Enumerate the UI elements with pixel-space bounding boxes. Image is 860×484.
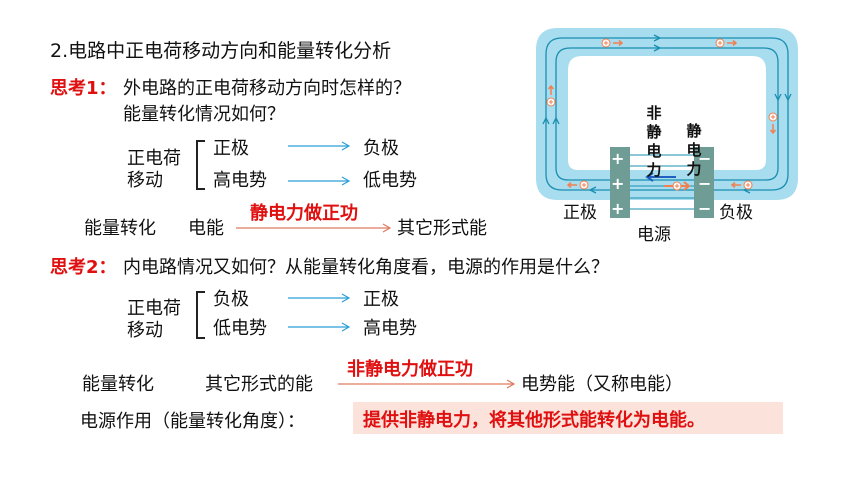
inner-wire [555,47,779,181]
minus-sign-1: − [698,149,712,168]
think1-row2-from: 高电势 [213,170,267,191]
section-title: 2.电路中正电荷移动方向和能量转化分析 [50,40,392,62]
think1-question-energy: 能量转化情况如何？ [123,104,285,125]
positive-pole-label: 正极 [563,203,597,223]
wire-direction-arrows [542,34,792,194]
think1-row2-arrow [288,176,351,186]
think2-row2-arrow [288,322,351,332]
think2-energy-process: 非静电力做正功 [347,359,473,380]
power-source-label: 电源 [637,225,671,245]
circuit-frame [536,28,798,200]
think1-row1-arrow [288,141,351,151]
non-static-force-arrow [645,172,676,182]
think1-energy-arrow [236,223,392,233]
think2-energy-to: 电势能（又称电能） [521,374,683,395]
think2-question: 内电路情况又如何？从能量转化角度看，电源的作用是什么？ [123,257,609,278]
source-role-label: 电源作用（能量转化角度）： [80,411,305,432]
think1-energy-from: 电能 [188,218,224,239]
think1-brace [196,140,205,190]
source-role-answer: 提供非静电力，将其他形式能转化为电能。 [363,410,705,431]
think1-energy-to: 其它形式能 [397,218,487,239]
plus-sign-2: + [611,174,625,193]
minus-sign-3: − [698,199,712,218]
think2-energy-from: 其它形式的能 [205,374,313,395]
think2-energy-arrow [338,379,516,389]
negative-pole-label: 负极 [719,203,753,223]
internal-positive-charge [672,181,682,191]
think2-brace [196,291,205,339]
think1-row1-from: 正极 [213,138,249,159]
negative-plate [694,147,714,218]
source-role-highlight [353,402,783,434]
outer-wire [545,37,789,191]
non-static-force-label: 非静电力 [646,104,662,179]
plus-sign-3: + [611,199,625,218]
static-force-label: 静电力 [686,122,702,178]
think1-energy-label: 能量转化 [84,218,156,239]
think2-move-label: 正电荷移动 [127,298,181,341]
circuit-diagram [536,28,798,218]
think1-question-direction: 外电路的正电荷移动方向时怎样的？ [123,78,411,99]
think1-row2-to: 低电势 [363,170,417,191]
think2-label: 思考2： [50,257,117,278]
plus-sign-1: + [611,149,625,168]
think2-energy-label: 能量转化 [82,374,154,395]
think1-move-label: 正电荷移动 [127,148,181,191]
positive-plate [610,147,630,218]
think2-row1-arrow [288,293,351,303]
think2-row2-to: 高电势 [363,318,417,339]
think1-energy-process: 静电力做正功 [250,203,358,224]
think2-row1-from: 负极 [213,289,249,310]
think1-label: 思考1： [50,78,117,99]
think2-row2-from: 低电势 [213,318,267,339]
think1-row1-to: 负极 [363,138,399,159]
think2-row1-to: 正极 [363,289,399,310]
minus-sign-2: − [698,174,712,193]
positive-charges [546,38,778,190]
